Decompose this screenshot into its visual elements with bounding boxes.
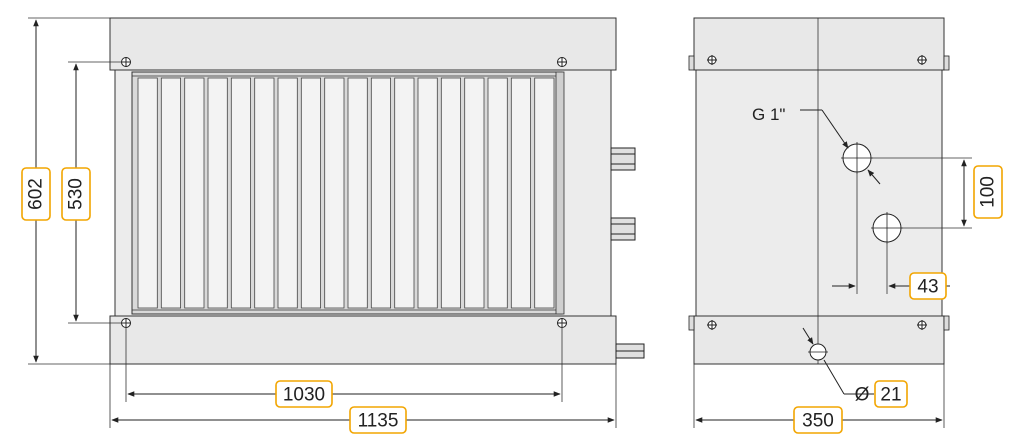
drain-connector bbox=[615, 343, 645, 359]
bolt-icon bbox=[557, 57, 567, 67]
front-bottom-bar bbox=[109, 315, 617, 365]
side-top-header bbox=[693, 17, 945, 71]
svg-text:21: 21 bbox=[880, 385, 901, 406]
fin bbox=[254, 77, 275, 309]
pipe-connector-upper bbox=[610, 147, 636, 171]
header-tube bbox=[555, 71, 565, 315]
fin bbox=[487, 77, 508, 309]
fin bbox=[184, 77, 205, 309]
diameter-icon: Ø bbox=[855, 385, 870, 406]
fin bbox=[324, 77, 345, 309]
thread-label: G 1" bbox=[752, 105, 785, 124]
side-view: G 1" bbox=[688, 17, 972, 428]
dim-label-350: 350 bbox=[793, 406, 843, 434]
side-body bbox=[695, 69, 943, 317]
fin bbox=[394, 77, 415, 309]
pipe-connector-lower bbox=[610, 217, 636, 241]
svg-text:43: 43 bbox=[917, 277, 938, 298]
fin bbox=[137, 77, 158, 309]
dim-label-1030: 1030 bbox=[275, 380, 333, 408]
fin bbox=[230, 77, 252, 309]
fin bbox=[417, 77, 438, 309]
fin bbox=[207, 77, 228, 309]
dim-label-602: 602 bbox=[21, 167, 51, 221]
svg-text:350: 350 bbox=[802, 411, 834, 432]
fin bbox=[300, 77, 321, 309]
svg-text:1135: 1135 bbox=[358, 411, 399, 432]
svg-text:602: 602 bbox=[26, 178, 47, 210]
dim-label-530: 530 bbox=[61, 167, 91, 221]
bolt-icon bbox=[917, 55, 927, 65]
svg-text:1030: 1030 bbox=[283, 385, 325, 406]
dim-label-43: 43 bbox=[909, 272, 947, 300]
fin bbox=[160, 77, 182, 309]
bolt-icon bbox=[707, 320, 717, 330]
fin bbox=[347, 77, 368, 309]
fin bbox=[277, 77, 298, 309]
fin bbox=[440, 77, 461, 309]
dim-label-100: 100 bbox=[973, 165, 1003, 219]
bolt-icon bbox=[917, 320, 927, 330]
svg-text:530: 530 bbox=[66, 178, 87, 210]
front-top-header bbox=[109, 17, 617, 71]
bolt-icon bbox=[707, 55, 717, 65]
fin-group bbox=[137, 77, 555, 309]
fin bbox=[534, 77, 555, 309]
drain-opening bbox=[808, 343, 828, 361]
fin bbox=[510, 77, 531, 309]
dim-label-21: Ø 21 bbox=[855, 380, 908, 408]
front-view bbox=[28, 17, 645, 428]
fin bbox=[464, 77, 485, 309]
fin bbox=[370, 77, 391, 309]
dim-label-1135: 1135 bbox=[349, 406, 407, 434]
svg-text:100: 100 bbox=[978, 176, 999, 208]
